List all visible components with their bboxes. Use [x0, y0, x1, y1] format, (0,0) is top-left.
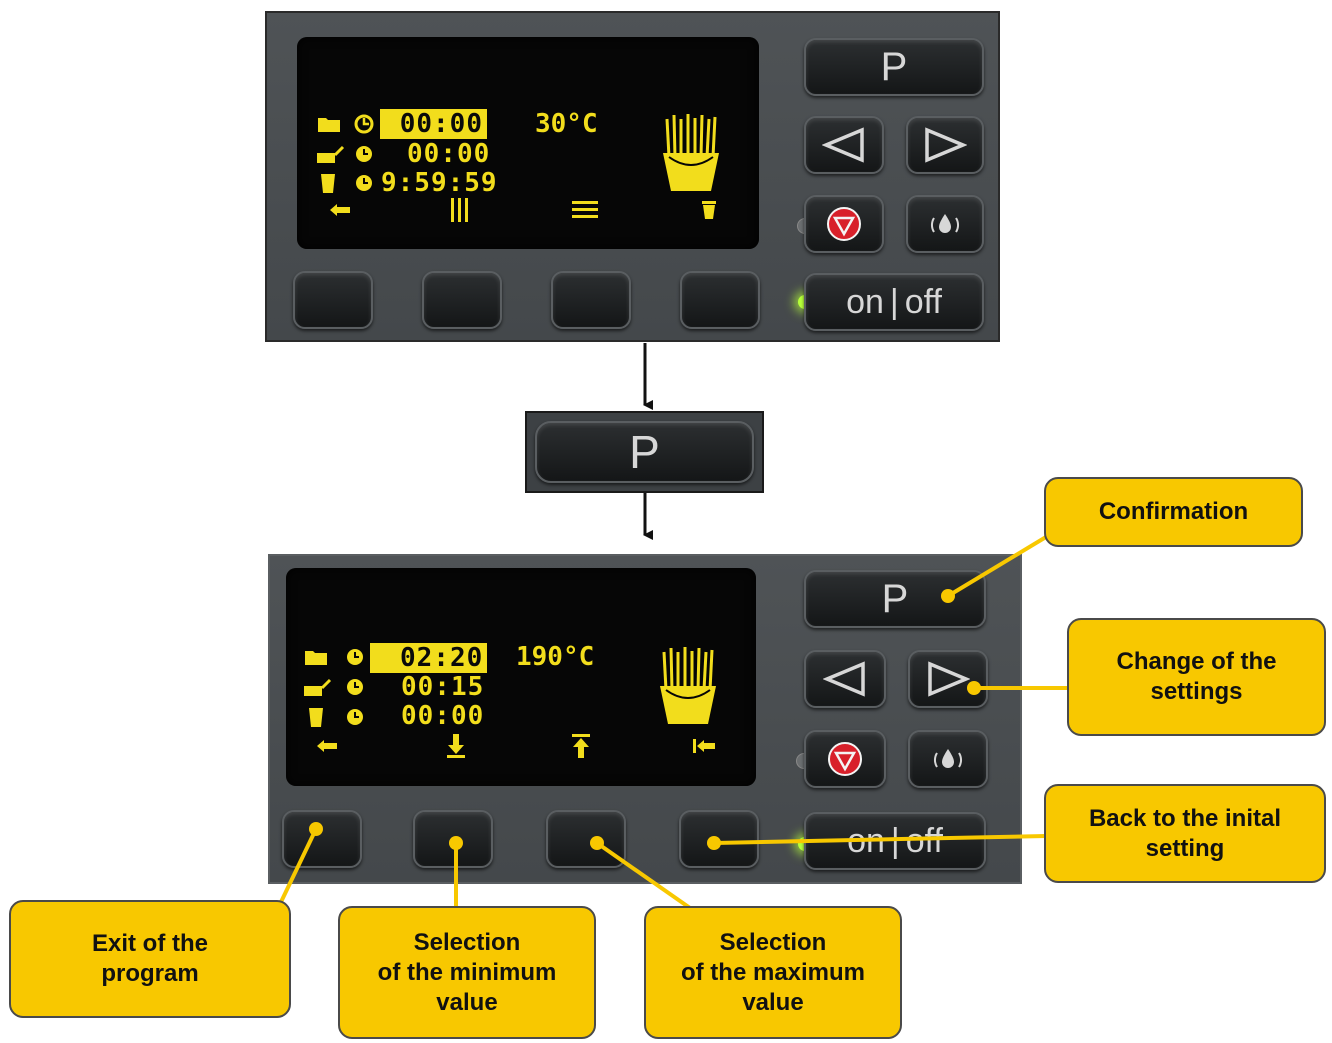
softkey-maximum[interactable]	[546, 810, 626, 868]
lcd-screen-top: 00:00 00:00 9:59:59 30°C	[297, 37, 759, 249]
separator-label: |	[889, 282, 899, 321]
left-triangle-icon	[822, 127, 864, 163]
softkey-minimum[interactable]	[413, 810, 493, 868]
back-arrow-icon	[317, 740, 337, 752]
left-triangle-icon	[823, 661, 865, 697]
clock-icon	[356, 146, 372, 162]
callout-change-settings: Change of the settings	[1067, 618, 1326, 736]
cup-icon	[309, 708, 323, 727]
cooking-time: 00:00	[379, 109, 487, 139]
right-triangle-icon	[925, 127, 967, 163]
back-arrow-icon	[330, 204, 350, 216]
program-key[interactable]: P	[804, 570, 986, 628]
program-key[interactable]: P	[804, 38, 984, 96]
drop-icon	[931, 214, 959, 233]
total-time: 9:59:59	[381, 168, 498, 198]
off-label: off	[904, 282, 942, 321]
on-label: on	[846, 282, 884, 321]
on-label: on	[847, 821, 885, 860]
softkey-2[interactable]	[422, 271, 502, 329]
stop-key[interactable]	[804, 730, 886, 788]
clock-icon	[347, 679, 363, 695]
softkey-exit[interactable]	[282, 810, 362, 868]
program-key-large[interactable]: P	[535, 421, 754, 483]
fries-icon	[663, 114, 719, 191]
callout-exit-program: Exit of the program	[9, 900, 291, 1018]
fries-icon	[660, 647, 716, 724]
lcd-screen-bottom: 02:20 00:15 00:00 190°C	[286, 568, 756, 786]
reset-arrow-icon	[693, 739, 715, 753]
program-key-label: P	[880, 44, 908, 89]
stop-icon	[827, 207, 861, 241]
right-triangle-icon	[928, 661, 970, 697]
separator-label: |	[890, 821, 900, 860]
cup-icon	[321, 174, 335, 193]
folder-icon	[318, 118, 340, 132]
clock-icon	[356, 175, 372, 191]
cooking-time: 02:20	[370, 643, 488, 673]
clock-icon	[347, 709, 363, 725]
basket-icon	[317, 145, 345, 163]
callout-minimum-value: Selection of the minimum value	[338, 906, 596, 1039]
clock-icon	[354, 114, 374, 134]
drop-icon	[934, 749, 962, 768]
control-panel-bottom: 02:20 00:15 00:00 190°C P on |	[268, 554, 1022, 884]
vertical-bars-icon	[451, 198, 468, 222]
drop-key[interactable]	[906, 195, 984, 253]
right-arrow-key[interactable]	[906, 116, 984, 174]
hold-time: 00:15	[401, 672, 485, 702]
softkey-4[interactable]	[680, 271, 760, 329]
left-arrow-key[interactable]	[804, 116, 884, 174]
callout-maximum-value: Selection of the maximum value	[644, 906, 902, 1039]
clock-icon	[347, 649, 363, 665]
on-off-key[interactable]: on | off	[804, 812, 986, 870]
softkey-3[interactable]	[551, 271, 631, 329]
horizontal-lines-icon	[572, 201, 598, 218]
callout-confirmation: Confirmation	[1044, 477, 1303, 547]
stop-icon	[828, 742, 862, 776]
off-label: off	[905, 821, 943, 860]
hold-time: 00:00	[407, 139, 491, 169]
basket-icon	[304, 678, 332, 696]
program-key-large-label: P	[629, 426, 660, 478]
program-key-box: P	[525, 411, 764, 493]
cooking-time-value: 02:20	[370, 643, 488, 673]
cooking-time-value: 00:00	[379, 109, 487, 139]
control-panel-top: 00:00 00:00 9:59:59 30°C P	[265, 11, 1000, 342]
left-arrow-key[interactable]	[804, 650, 886, 708]
temperature-display: 190°C	[516, 642, 595, 672]
maximum-arrow-icon	[572, 734, 590, 758]
softkey-reset[interactable]	[679, 810, 759, 868]
cup-icon	[702, 201, 716, 219]
right-arrow-key[interactable]	[908, 650, 988, 708]
total-time: 00:00	[401, 701, 485, 731]
callout-back-initial: Back to the inital setting	[1044, 784, 1326, 883]
temperature-display: 30°C	[535, 109, 598, 139]
stop-key[interactable]	[804, 195, 884, 253]
folder-icon	[305, 651, 327, 665]
drop-key[interactable]	[908, 730, 988, 788]
softkey-1[interactable]	[293, 271, 373, 329]
minimum-arrow-icon	[447, 734, 465, 758]
on-off-key[interactable]: on | off	[804, 273, 984, 331]
program-key-label: P	[881, 576, 909, 621]
